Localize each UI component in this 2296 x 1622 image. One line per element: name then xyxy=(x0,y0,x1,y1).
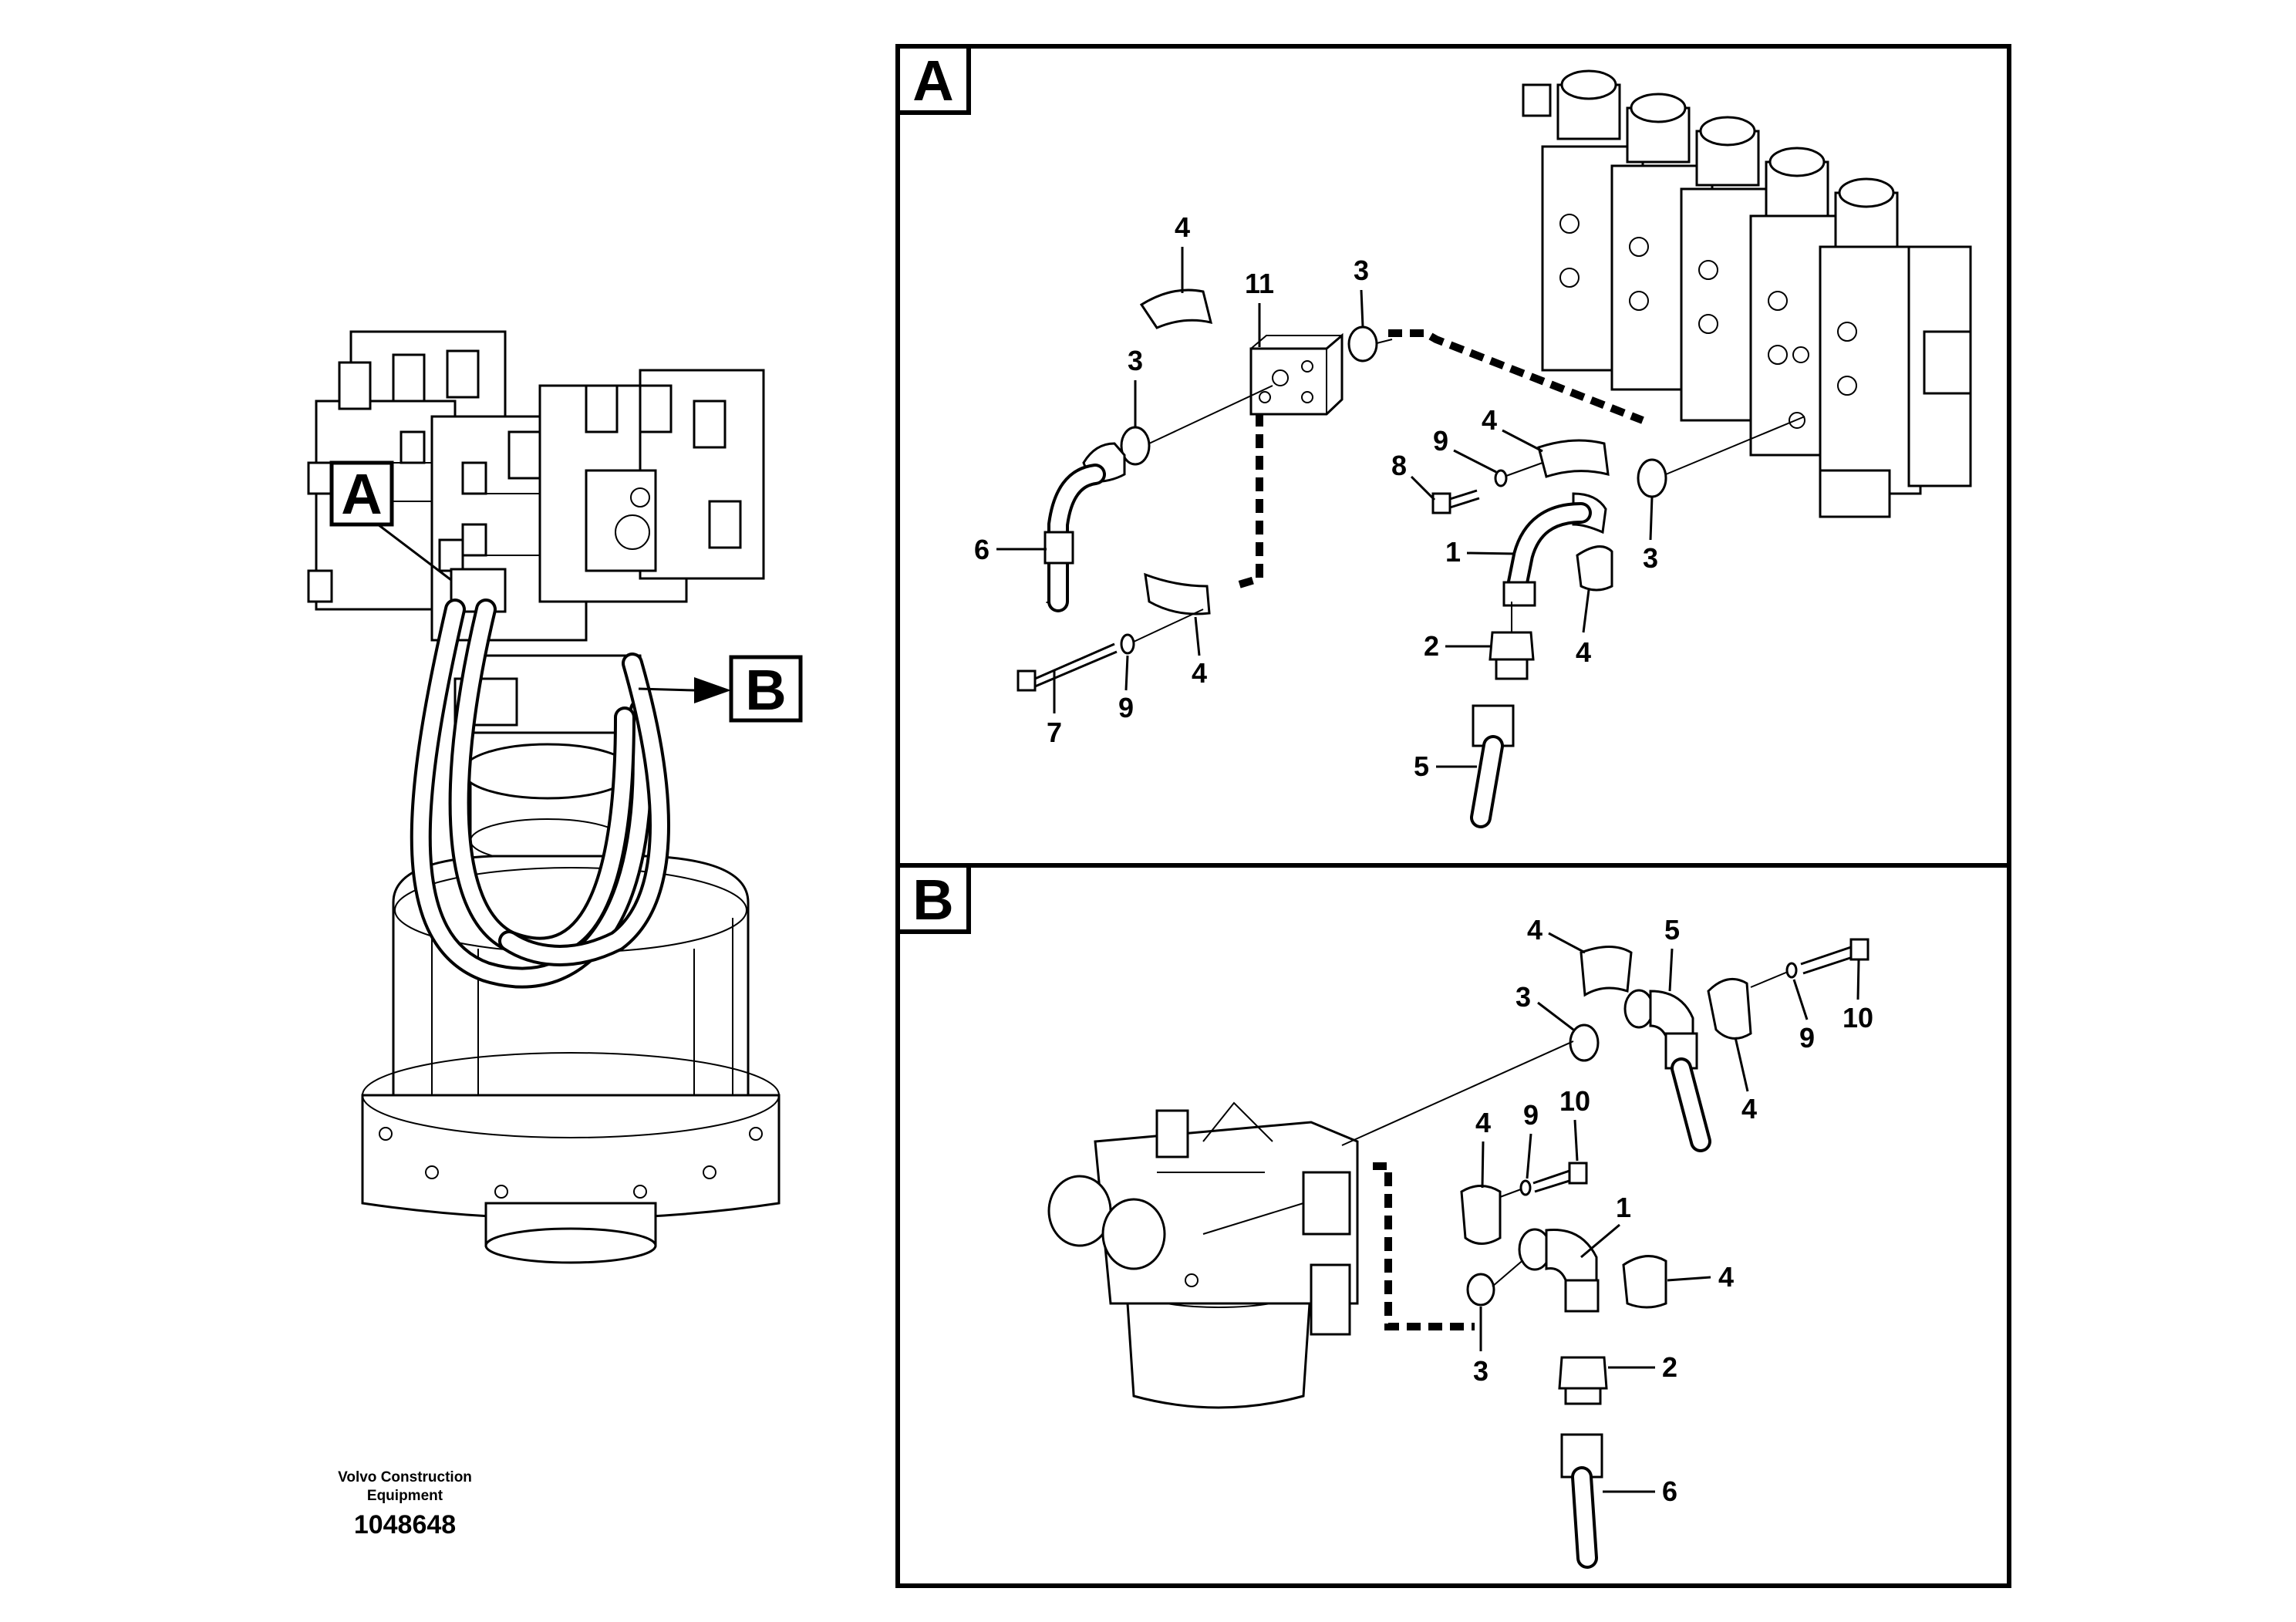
callout-4-clamp-bottom: 4 xyxy=(1192,657,1207,689)
overview-hoses xyxy=(410,599,670,989)
section-b-fitting-5 xyxy=(1623,989,1711,1152)
callout-6-hose: 6 xyxy=(974,534,990,565)
callout-3-oring-left: 3 xyxy=(1128,345,1143,376)
callout-9-washer-lower: 9 xyxy=(1523,1099,1539,1131)
section-a-control-valve xyxy=(1522,69,1972,518)
section-a-screw-7 xyxy=(1017,609,1204,692)
section-b-adapter-2 xyxy=(1558,1356,1608,1405)
callout-2-adapter: 2 xyxy=(1662,1351,1677,1383)
section-b-fitting-1 xyxy=(1518,1228,1600,1313)
callout-4-clamp-top-right: 4 xyxy=(1741,1093,1757,1125)
callout-5-hose: 5 xyxy=(1414,750,1429,782)
section-b-hose-6 xyxy=(1560,1433,1603,1569)
callout-1-fitting: 1 xyxy=(1616,1192,1631,1223)
callout-6-hose: 6 xyxy=(1662,1475,1677,1507)
section-a-oring-upper xyxy=(1347,325,1378,363)
overview-callout-a-label: A xyxy=(341,462,382,526)
drawing-number: 1048648 xyxy=(353,1510,457,1539)
callout-7-screw: 7 xyxy=(1047,717,1062,748)
callout-3-oring-upper: 3 xyxy=(1354,255,1369,286)
section-a-panel: A xyxy=(895,44,2011,868)
section-b-callouts: 4 5 3 9 10 4 4 9 10 1 4 3 2 6 xyxy=(1473,914,1873,1507)
credit-company: Volvo Construction Equipment xyxy=(338,1469,472,1504)
callout-9-washer-upper: 9 xyxy=(1799,1022,1815,1054)
callout-4-clamp-top: 4 xyxy=(1175,211,1190,243)
callout-1-fitting: 1 xyxy=(1445,536,1461,568)
overview-callout-b-label: B xyxy=(745,658,786,722)
overview-swing-motor xyxy=(361,654,781,1264)
section-a-clamp-lower-right xyxy=(1576,545,1613,592)
overview-control-valve xyxy=(307,330,765,642)
callout-8-screw: 8 xyxy=(1391,450,1407,481)
section-a-badge: A xyxy=(912,49,953,113)
section-a-adapter-2 xyxy=(1489,631,1535,680)
section-b-clamp-lower-right xyxy=(1622,1255,1667,1309)
section-b-clamp-top-left xyxy=(1580,946,1633,997)
callout-4-clamp-lower-right: 4 xyxy=(1718,1261,1734,1293)
overview-assembly: A B xyxy=(307,330,803,1264)
section-b-clamp-lower-left xyxy=(1460,1185,1502,1245)
section-a-oring-right xyxy=(1637,458,1667,498)
section-a-screw-8 xyxy=(1431,462,1543,514)
section-a-clamp-top xyxy=(1139,288,1213,329)
callout-11-adapter-block: 11 xyxy=(1245,268,1274,299)
section-b-panel: B xyxy=(895,863,2011,1588)
callout-9-washer-upper: 9 xyxy=(1433,425,1448,457)
callout-9-washer-lower: 9 xyxy=(1118,692,1134,723)
callout-3-oring-lower: 3 xyxy=(1473,1355,1489,1387)
callout-10-screw-lower: 10 xyxy=(1559,1085,1590,1117)
callout-4-clamp-lower-left: 4 xyxy=(1475,1107,1491,1138)
callout-5-fitting: 5 xyxy=(1664,914,1680,946)
section-b-clamp-top-right xyxy=(1707,977,1752,1040)
section-b-screw-lower xyxy=(1499,1162,1588,1198)
section-a-adapter-block xyxy=(1249,332,1344,416)
callout-3-oring-right: 3 xyxy=(1643,542,1658,574)
callout-4-clamp-top-left: 4 xyxy=(1527,914,1542,946)
overview-callout-b: B xyxy=(638,655,803,723)
section-a-clamp-bottom xyxy=(1144,572,1211,615)
section-b-badge: B xyxy=(912,868,953,932)
overview-callout-a: A xyxy=(329,460,452,582)
callout-4-clamp-lower-right: 4 xyxy=(1576,636,1591,668)
section-a-callouts: 4 11 3 3 9 4 8 1 3 6 2 4 4 7 xyxy=(974,211,1658,782)
callout-3-oring-upper: 3 xyxy=(1515,981,1531,1013)
section-a-clamp-upper-right xyxy=(1537,439,1610,478)
section-a-hose-6 xyxy=(1043,442,1126,612)
section-b-oring-lower xyxy=(1466,1273,1495,1307)
section-a-hose-5 xyxy=(1470,704,1515,828)
callout-4-clamp-upper-right: 4 xyxy=(1482,404,1497,436)
section-b-screw-upper xyxy=(1750,938,1870,988)
section-b-motor xyxy=(1047,1101,1359,1409)
section-a-fitting-1 xyxy=(1502,492,1607,607)
callout-2-adapter: 2 xyxy=(1424,630,1439,662)
section-b-oring-upper xyxy=(1569,1023,1600,1062)
callout-10-screw-upper: 10 xyxy=(1843,1002,1873,1034)
